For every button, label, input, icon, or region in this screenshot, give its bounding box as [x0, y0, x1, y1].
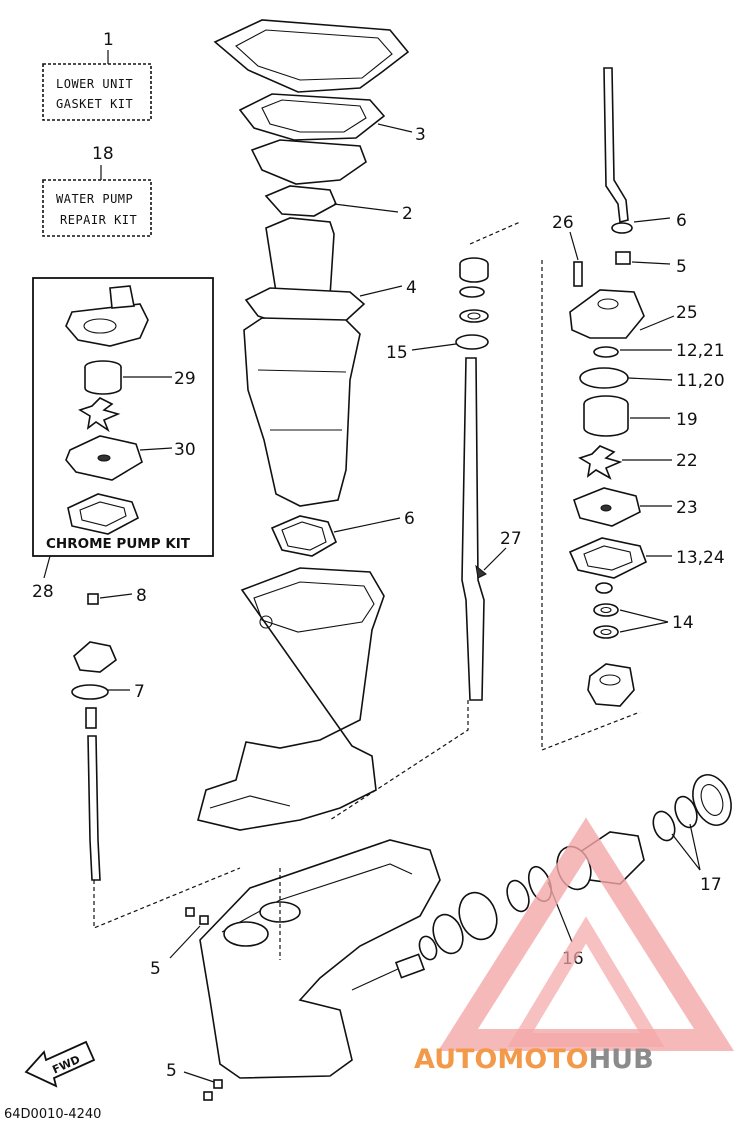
callout-27: 27 — [500, 529, 522, 549]
screws: 5 5 — [150, 907, 223, 1101]
callout-29: 29 — [174, 369, 196, 389]
callout-23: 23 — [676, 498, 698, 518]
callout-11-20: 11,20 — [676, 371, 725, 391]
shift-rod-parts: 8 7 — [71, 586, 147, 881]
callout-5a: 5 — [150, 959, 161, 979]
fwd-arrow-icon: FWD — [24, 1040, 96, 1088]
pump-kit-line2: REPAIR KIT — [60, 213, 137, 227]
diagram-code: 64D0010-4240 — [4, 1107, 101, 1121]
callout-18: 18 — [92, 144, 114, 164]
callout-14: 14 — [672, 613, 694, 633]
callout-4: 4 — [406, 278, 417, 298]
alignment-lines — [93, 221, 641, 960]
chrome-pump-kit-box: 29 30 CHROME PUMP KIT 28 — [32, 277, 214, 602]
callout-12-21: 12,21 — [676, 341, 725, 361]
callout-3: 3 — [415, 125, 426, 145]
callout-13-24: 13,24 — [676, 548, 725, 568]
callout-19: 19 — [676, 410, 698, 430]
watermark-brand: AUTOMOTOHUB — [414, 1044, 654, 1075]
water-pump-kit-box: 18 WATER PUMP REPAIR KIT — [42, 144, 152, 237]
gear-case — [199, 839, 441, 1079]
callout-17: 17 — [700, 875, 722, 895]
driveshaft-parts: 15 27 — [386, 257, 522, 701]
callout-10: 8 — [136, 586, 147, 606]
callout-15: 15 — [386, 343, 408, 363]
watermark: AUTOMOTOHUB — [414, 817, 734, 1075]
callout-8: 6 — [676, 211, 687, 231]
upper-casing — [197, 567, 385, 831]
gasket-kit-box: 1 LOWER UNIT GASKET KIT — [42, 30, 152, 121]
callout-28: 28 — [32, 582, 54, 602]
callout-22: 22 — [676, 451, 698, 471]
callout-30: 30 — [174, 440, 196, 460]
callout-25: 25 — [676, 303, 698, 323]
callout-26: 26 — [552, 213, 574, 233]
gasket-kit-line2: GASKET KIT — [56, 97, 133, 111]
callout-9: 7 — [134, 682, 145, 702]
callout-6: 6 — [404, 509, 415, 529]
callout-1: 1 — [103, 30, 114, 50]
gasket-kit-line1: LOWER UNIT — [56, 77, 133, 91]
callout-5b: 5 — [166, 1061, 177, 1081]
upper-casing-parts: 3 2 4 6 — [213, 19, 426, 557]
callout-7: 5 — [676, 257, 687, 277]
right-pump-parts: 6 5 26 25 12,21 11,20 19 22 23 — [552, 67, 725, 707]
callout-2: 2 — [402, 204, 413, 224]
pump-kit-line1: WATER PUMP — [56, 192, 133, 206]
chrome-pump-kit-title: CHROME PUMP KIT — [46, 536, 191, 552]
